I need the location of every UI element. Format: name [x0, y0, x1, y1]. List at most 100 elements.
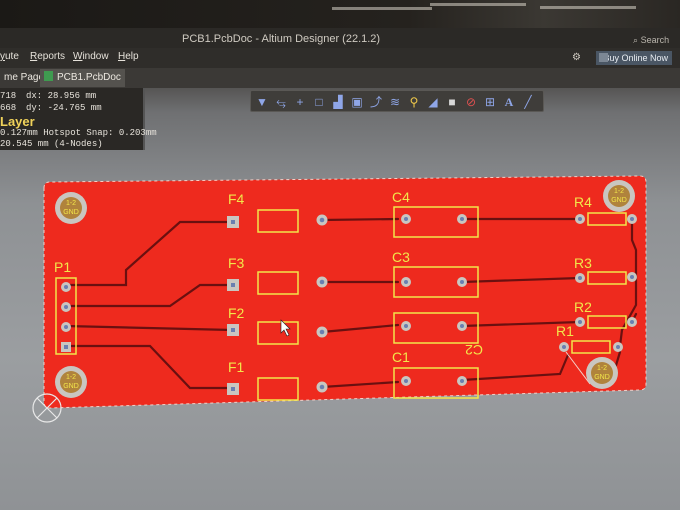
diff-pair-icon[interactable]: ≋ [389, 95, 401, 109]
resistor-r2[interactable]: R2 [574, 299, 637, 329]
dimension-icon[interactable]: ⊞ [484, 95, 496, 109]
bar-chart-icon[interactable]: ▟ [333, 95, 343, 109]
title-bar [0, 28, 680, 50]
x-coordinate: 718 [0, 91, 17, 101]
resistor-r3[interactable]: R3 [574, 255, 637, 285]
interactive-route-icon[interactable]: ⤴ [369, 95, 382, 109]
trace [460, 320, 582, 328]
window-title: PCB1.PcbDoc - Altium Designer (22.1.2) [182, 33, 381, 45]
user-icon [599, 53, 608, 62]
fuse-label: F4 [228, 191, 245, 207]
fuse-f3[interactable]: F3 [227, 255, 299, 295]
route-icon[interactable]: ⥃ [276, 95, 286, 109]
capacitor-label-mirrored: C2 [465, 342, 483, 358]
search-icon: ⌕ [633, 35, 639, 45]
svg-text:1-2: 1-2 [614, 188, 624, 195]
trace [64, 283, 234, 308]
mount-hole-top-right[interactable]: 1-2 GND [603, 180, 635, 212]
mount-hole-bottom-right[interactable]: 1-2 GND [586, 357, 618, 389]
via-pads[interactable] [316, 214, 328, 393]
monitor-glare [0, 0, 680, 30]
chip-icon[interactable]: ▣ [351, 95, 363, 109]
fuse-f2[interactable]: F2 [227, 305, 299, 345]
menu-window[interactable]: Window [73, 51, 109, 62]
trace [64, 344, 234, 390]
plus-icon[interactable]: + [296, 95, 304, 109]
filter-icon[interactable]: ▼ [256, 95, 268, 109]
fuse-label: F1 [228, 359, 245, 375]
capacitor-c3[interactable]: C3 [392, 249, 479, 298]
mount-hole-bottom-left[interactable]: 1-2 GND [55, 366, 87, 398]
menu-reports[interactable]: Reports [30, 51, 66, 62]
rectangle-icon[interactable]: □ [315, 95, 323, 109]
resistor-label: R4 [574, 194, 592, 210]
trace [64, 220, 234, 287]
svg-text:GND: GND [63, 209, 79, 216]
trace [460, 353, 570, 382]
dy-readout: dy: -24.765 mm [26, 103, 102, 113]
trace [64, 324, 234, 332]
capacitor-label: C3 [392, 249, 410, 265]
resistor-label: R2 [574, 299, 592, 315]
trace [320, 380, 400, 389]
tab-home-page[interactable]: me Page [0, 69, 49, 87]
resistor-label: R3 [574, 255, 592, 271]
layer-readout: Layer [0, 114, 35, 129]
gear-icon[interactable]: ⚙ [572, 52, 581, 63]
pin-icon[interactable]: ⚲ [409, 95, 419, 109]
capacitor-c4[interactable]: C4 [392, 189, 479, 238]
trace [320, 217, 400, 222]
glare-band [430, 3, 526, 6]
document-tab-bar [0, 68, 680, 88]
connector-label: P1 [54, 259, 71, 275]
pcb-board[interactable] [44, 176, 646, 408]
menu-help[interactable]: Help [118, 51, 139, 62]
text-icon[interactable]: A [504, 95, 514, 109]
board-outline [43, 175, 647, 409]
connector-p1-pads[interactable] [61, 282, 71, 352]
active-bar-toolbar: ▼ ⥃ + □ ▟ ▣ ⤴ ≋ ⚲ ◢ ■ ⊘ ⊞ A ╱ [250, 90, 544, 112]
polygon-icon[interactable]: ◢ [428, 95, 438, 109]
svg-text:1-2: 1-2 [597, 365, 607, 372]
origin-marker-icon [32, 393, 62, 423]
fuse-label: F3 [228, 255, 245, 271]
keepout-icon[interactable]: ⊘ [465, 95, 477, 109]
y-coordinate: 668 [0, 103, 17, 113]
heads-up-info-panel: 718 dx: 28.956 mm 668 dy: -24.765 mm Lay… [0, 88, 157, 150]
pcb-document-icon [44, 71, 53, 81]
glare-band [332, 7, 432, 10]
capacitor-c2[interactable]: C2 [393, 312, 483, 358]
resistor-r4[interactable]: R4 [574, 194, 637, 226]
capacitor-c1[interactable]: C1 [392, 349, 479, 399]
fuse-f1[interactable]: F1 [227, 359, 299, 401]
snap-readout: 0.127mm Hotspot Snap: 0.203mm [0, 128, 157, 138]
nodes-readout: 20.545 mm (4-Nodes) [0, 139, 103, 149]
line-icon[interactable]: ╱ [524, 95, 532, 109]
menu-bar [0, 48, 680, 68]
glare-band [540, 6, 636, 9]
trace [320, 323, 400, 334]
capacitor-label: C1 [392, 349, 410, 365]
capacitor-label: C4 [392, 189, 410, 205]
mouse-cursor-icon [280, 319, 291, 337]
connector-p1-outline [55, 277, 77, 355]
search-label: Search [640, 35, 670, 45]
svg-text:GND: GND [63, 383, 79, 390]
fuse-f4[interactable]: F4 [227, 191, 299, 233]
svg-text:GND: GND [594, 374, 610, 381]
fill-icon[interactable]: ■ [448, 95, 456, 109]
fuse-label: F2 [228, 305, 245, 321]
tab-pcb1[interactable]: PCB1.PcbDoc [40, 69, 125, 87]
dx-readout: dx: 28.956 mm [26, 91, 97, 101]
svg-text:GND: GND [611, 197, 627, 204]
search-box[interactable]: ⌕ Search [633, 35, 669, 46]
resistor-r1[interactable]: R1 [556, 323, 623, 385]
mount-hole-top-left[interactable]: 1-2 GND [55, 192, 87, 224]
resistor-label: R1 [556, 323, 574, 339]
trace [460, 276, 582, 284]
buy-online-button[interactable]: Buy Online Now [596, 51, 672, 65]
svg-text:1-2: 1-2 [66, 374, 76, 381]
menu-execute[interactable]: yute [0, 51, 19, 62]
